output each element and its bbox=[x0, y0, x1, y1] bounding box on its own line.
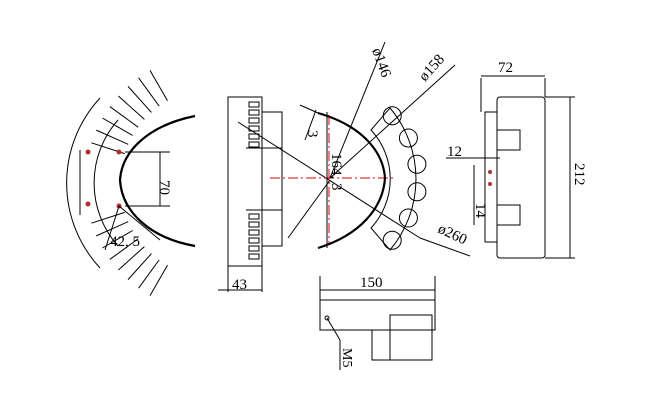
side-fin bbox=[248, 101, 260, 108]
heatsink-fin bbox=[118, 95, 145, 120]
heatsink-fin bbox=[149, 265, 168, 296]
center-view-reflector: ø146 ø158 ø260 3 164, 3 bbox=[270, 41, 471, 257]
dim-42-5: 42, 5 bbox=[110, 234, 140, 250]
dim-dia-260: ø260 bbox=[435, 221, 469, 248]
dim-70: 70 bbox=[156, 180, 172, 195]
mount-hole bbox=[85, 149, 91, 155]
lens-circle bbox=[398, 208, 418, 228]
heatsink-fin bbox=[102, 117, 133, 136]
dim-14: 14 bbox=[472, 203, 488, 219]
side-fin bbox=[248, 245, 260, 252]
dim-dia-158: ø158 bbox=[416, 52, 448, 85]
dim-43: 43 bbox=[232, 277, 247, 293]
heatsink-fin bbox=[138, 259, 160, 289]
side-fin bbox=[248, 229, 260, 236]
right-view: 72 212 12 14 bbox=[446, 60, 587, 259]
lens-circle bbox=[382, 230, 402, 250]
heatsink-fin bbox=[96, 129, 129, 145]
side-fin bbox=[248, 117, 260, 124]
left-view-heatsink: 70 42, 5 bbox=[66, 70, 196, 296]
thread-m5: M5 bbox=[339, 348, 354, 367]
dim-164-3: 164, 3 bbox=[328, 153, 344, 191]
mount-hole bbox=[488, 182, 492, 186]
heatsink-fin bbox=[118, 246, 145, 271]
dim-12: 12 bbox=[447, 144, 462, 160]
side-fin bbox=[248, 221, 260, 228]
heatsink-fin bbox=[138, 77, 160, 107]
dim-3: 3 bbox=[304, 130, 320, 138]
side-fin bbox=[248, 213, 260, 220]
mount-hole bbox=[116, 149, 122, 155]
dim-212: 212 bbox=[571, 163, 587, 186]
heatsink-fin bbox=[91, 211, 125, 224]
mount-hole bbox=[488, 170, 492, 174]
lens-circle bbox=[407, 182, 427, 202]
side-fin bbox=[248, 109, 260, 116]
heatsink-fin bbox=[127, 253, 152, 280]
heatsink-fin bbox=[109, 106, 139, 128]
dim-150: 150 bbox=[360, 275, 383, 291]
lens-circle bbox=[398, 128, 418, 148]
bottom-view: 150 M5 bbox=[319, 275, 436, 370]
mount-hole bbox=[85, 201, 91, 207]
side-view: 43 bbox=[218, 96, 421, 293]
side-fin bbox=[248, 253, 260, 260]
heatsink-fin bbox=[109, 238, 139, 260]
heatsink-fin bbox=[102, 230, 133, 249]
heatsink-fin bbox=[127, 86, 152, 113]
lens-circle bbox=[382, 106, 402, 126]
dim-72: 72 bbox=[498, 60, 513, 76]
side-fin bbox=[248, 237, 260, 244]
side-fin bbox=[248, 133, 260, 140]
lens-circle bbox=[407, 154, 427, 174]
side-fin bbox=[248, 141, 260, 148]
heatsink-fin bbox=[149, 70, 168, 101]
